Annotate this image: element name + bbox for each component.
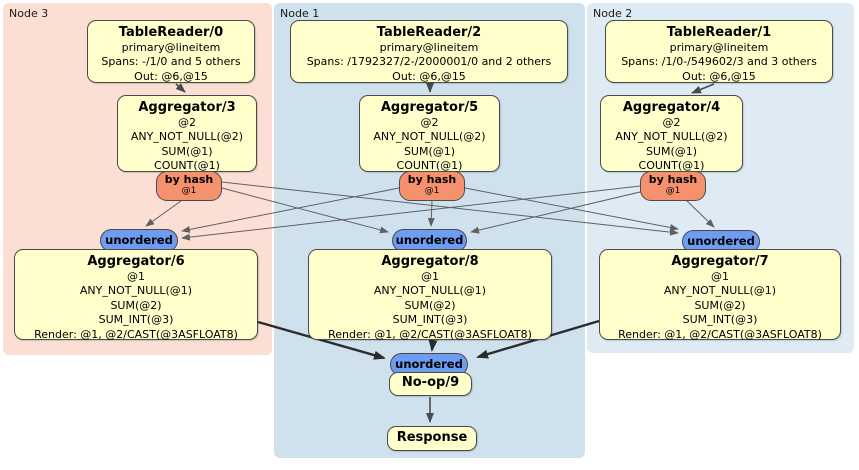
region-node2-label: Node 2 (593, 7, 633, 20)
router-by-hash-4: by hash @1 (640, 171, 706, 201)
agg-func: SUM(@2) (110, 298, 162, 312)
agg-func: COUNT(@1) (154, 159, 220, 173)
agg-func: COUNT(@1) (638, 159, 705, 173)
processor-aggregator-5: Aggregator/5 @2 ANY_NOT_NULL(@2) SUM(@1)… (359, 95, 500, 172)
agg-func: ANY_NOT_NULL(@2) (615, 130, 728, 144)
processor-title: Aggregator/3 (138, 100, 236, 115)
agg-func: SUM_INT(@3) (392, 313, 468, 327)
processor-spans: Spans: /1792327/2-/2000001/0 and 2 other… (306, 55, 552, 69)
router-by-hash-5: by hash @1 (399, 171, 465, 201)
router-label: by hash (648, 173, 698, 186)
agg-func: SUM_INT(@3) (98, 313, 174, 327)
processor-spans: Spans: -/1/0 and 5 others (101, 55, 241, 69)
processor-tablereader-0: TableReader/0 primary@lineitem Spans: -/… (87, 20, 255, 83)
agg-func: SUM(@1) (403, 144, 456, 158)
processor-title: TableReader/0 (118, 25, 224, 40)
processor-title: Aggregator/6 (87, 254, 185, 269)
router-hash-cols: @1 (424, 186, 440, 196)
stream-unordered-node3: unordered (100, 229, 178, 252)
processor-noop-9: No-op/9 (389, 372, 472, 396)
processor-title: Aggregator/4 (622, 100, 721, 115)
agg-group-cols: @1 (421, 270, 439, 283)
agg-func: ANY_NOT_NULL(@1) (79, 284, 193, 298)
stream-unordered-node1: unordered (392, 229, 467, 252)
agg-func: ANY_NOT_NULL(@2) (130, 130, 244, 144)
response-title: Response (396, 430, 468, 445)
agg-group-cols: @2 (178, 116, 196, 129)
agg-func: SUM(@1) (161, 144, 213, 158)
processor-title: TableReader/2 (376, 25, 482, 40)
router-label: by hash (164, 173, 214, 186)
processor-aggregator-6: Aggregator/6 @1 ANY_NOT_NULL(@1) SUM(@2)… (14, 249, 258, 341)
router-by-hash-3: by hash @1 (156, 171, 222, 201)
processor-title: TableReader/1 (666, 25, 772, 40)
agg-func: SUM(@2) (404, 298, 456, 312)
processor-aggregator-8: Aggregator/8 @1 ANY_NOT_NULL(@1) SUM(@2)… (308, 249, 552, 341)
processor-spans: Spans: /1/0-/549602/3 and 3 others (621, 55, 817, 69)
processor-aggregator-4: Aggregator/4 @2 ANY_NOT_NULL(@2) SUM(@1)… (600, 95, 743, 172)
processor-out: Out: @6,@15 (392, 69, 466, 83)
agg-render: Render: @1, @2/CAST(@3ASFLOAT8) (618, 327, 822, 341)
processor-tablereader-1: TableReader/1 primary@lineitem Spans: /1… (605, 20, 833, 83)
processor-index: primary@lineitem (121, 41, 221, 54)
processor-title: Aggregator/8 (381, 254, 479, 269)
region-node3-label: Node 3 (9, 7, 49, 20)
agg-group-cols: @1 (711, 270, 729, 283)
agg-func: SUM(@2) (694, 298, 746, 312)
router-hash-cols: @1 (665, 186, 681, 196)
agg-render: Render: @1, @2/CAST(@3ASFLOAT8) (34, 327, 238, 341)
processor-index: primary@lineitem (379, 41, 479, 54)
processor-title: No-op/9 (401, 375, 460, 390)
agg-func: SUM_INT(@3) (682, 313, 758, 327)
router-label: by hash (407, 173, 457, 186)
agg-render: Render: @1, @2/CAST(@3ASFLOAT8) (328, 327, 532, 341)
agg-func: SUM(@1) (645, 144, 698, 158)
processor-aggregator-7: Aggregator/7 @1 ANY_NOT_NULL(@1) SUM(@2)… (599, 249, 841, 341)
agg-func: ANY_NOT_NULL(@1) (373, 284, 487, 298)
processor-out: Out: @6,@15 (682, 69, 756, 83)
agg-func: COUNT(@1) (396, 159, 463, 173)
response-box: Response (387, 426, 477, 451)
processor-out: Out: @6,@15 (134, 69, 208, 83)
agg-group-cols: @1 (127, 270, 145, 283)
agg-group-cols: @2 (420, 116, 439, 129)
processor-title: Aggregator/7 (671, 254, 769, 269)
processor-title: Aggregator/5 (380, 100, 479, 115)
agg-func: ANY_NOT_NULL(@2) (373, 130, 486, 144)
processor-aggregator-3: Aggregator/3 @2 ANY_NOT_NULL(@2) SUM(@1)… (117, 95, 257, 172)
agg-group-cols: @2 (662, 116, 681, 129)
processor-index: primary@lineitem (669, 41, 769, 54)
region-node1-label: Node 1 (280, 7, 320, 20)
stream-unordered-final: unordered (390, 353, 468, 376)
router-hash-cols: @1 (181, 186, 197, 196)
processor-tablereader-2: TableReader/2 primary@lineitem Spans: /1… (290, 20, 568, 83)
agg-func: ANY_NOT_NULL(@1) (663, 284, 777, 298)
